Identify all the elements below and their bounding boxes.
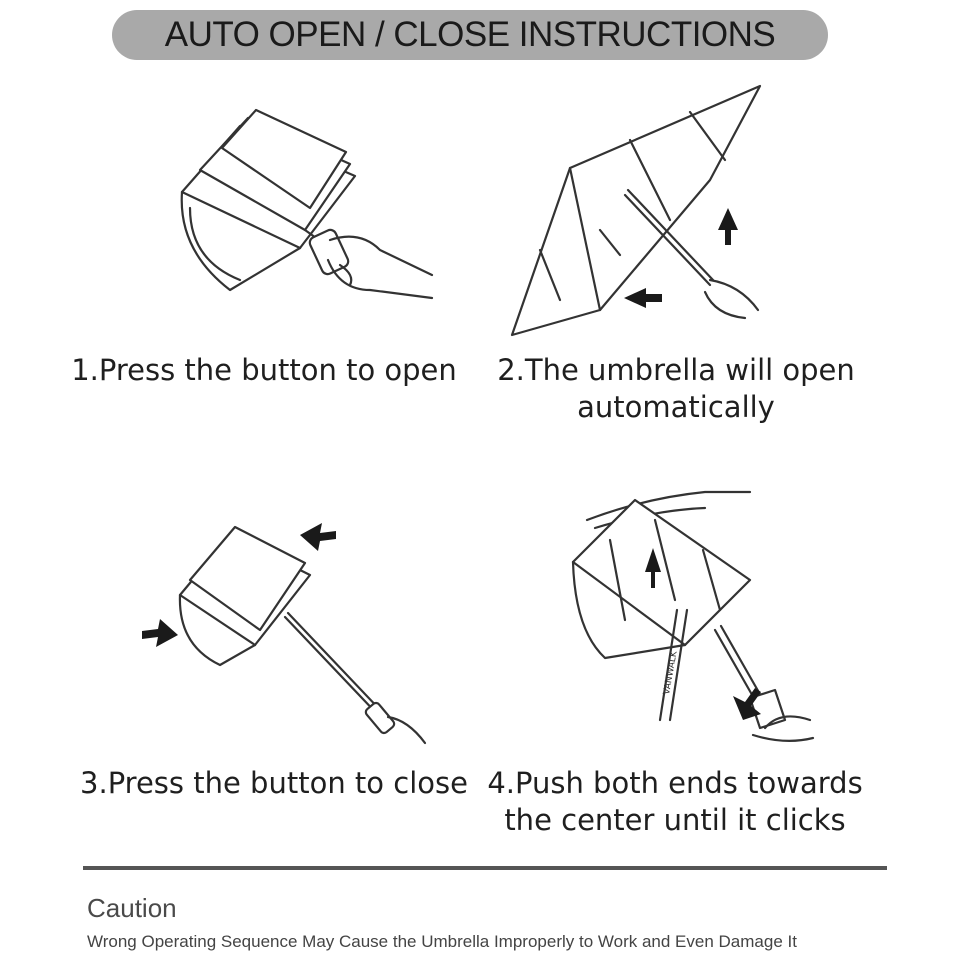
caution-heading: Caution xyxy=(87,893,177,924)
step2-illustration xyxy=(500,80,770,340)
step4-illustration: VANWALK xyxy=(565,470,820,760)
step4-caption: 4.Push both ends towards the center unti… xyxy=(475,765,875,839)
step1-illustration xyxy=(170,100,450,320)
step3-illustration xyxy=(140,505,430,750)
page-title: AUTO OPEN / CLOSE INSTRUCTIONS xyxy=(165,15,776,55)
step2-caption: 2.The umbrella will open automatically xyxy=(476,352,876,426)
step4-caption-line1: 4.Push both ends towards xyxy=(475,765,875,802)
step2-caption-line2: automatically xyxy=(476,389,876,426)
title-banner: AUTO OPEN / CLOSE INSTRUCTIONS xyxy=(112,10,828,60)
step3-caption-line1: 3.Press the button to close xyxy=(74,765,474,802)
step4-caption-line2: the center until it clicks xyxy=(475,802,875,839)
step3-caption: 3.Press the button to close xyxy=(74,765,474,802)
step1-caption: 1.Press the button to open xyxy=(64,352,464,389)
step1-caption-line1: 1.Press the button to open xyxy=(64,352,464,389)
caution-text: Wrong Operating Sequence May Cause the U… xyxy=(87,932,797,952)
step2-caption-line1: 2.The umbrella will open xyxy=(476,352,876,389)
divider-rule xyxy=(83,866,887,870)
